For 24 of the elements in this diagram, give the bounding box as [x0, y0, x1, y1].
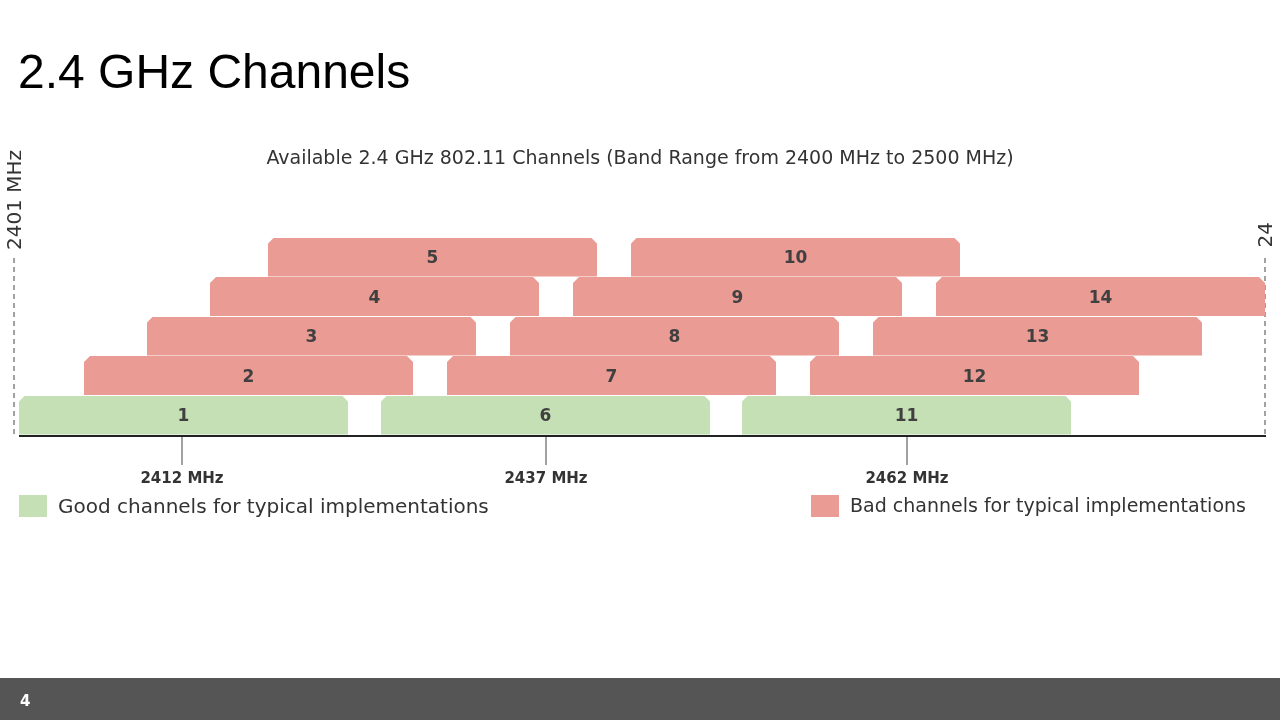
bad-channel-bar: 12 [810, 356, 1139, 395]
bad-channel-bar: 9 [573, 277, 902, 316]
page-number: 4 [20, 692, 31, 710]
good-channel-bar: 11 [742, 395, 1071, 435]
legend-text: Bad channels for typical implementations [850, 494, 1246, 516]
bad-channel-bar: 2 [84, 356, 413, 395]
slide-title: 2.4 GHz Channels [18, 44, 411, 99]
bad-channel-bar: 7 [447, 356, 776, 395]
bad-channel-bar: 10 [631, 237, 960, 277]
good-channel-bar: 1 [19, 395, 348, 435]
band-edge-label: 24 [1253, 222, 1277, 248]
bad-channel-bar: 14 [936, 277, 1265, 316]
bad-channel-bar: 5 [268, 237, 597, 277]
bad-channel-bar: 8 [510, 316, 839, 356]
chart-subtitle: Available 2.4 GHz 802.11 Channels (Band Range from 2400 MHz to 2500 MHz) [266, 146, 1014, 168]
frequency-label: 2412 MHz [140, 469, 224, 487]
frequency-label: 2462 MHz [865, 469, 949, 487]
good-channel-bar: 6 [381, 395, 710, 435]
band-edge-label: 2401 MHz [2, 150, 26, 251]
legend-text: Good channels for typical implementations [58, 494, 489, 518]
bad-channel-bar: 4 [210, 277, 539, 316]
frequency-label: 2437 MHz [504, 469, 588, 487]
bad-channel-bar: 3 [147, 316, 476, 356]
bad-channel-bar: 13 [873, 316, 1202, 356]
